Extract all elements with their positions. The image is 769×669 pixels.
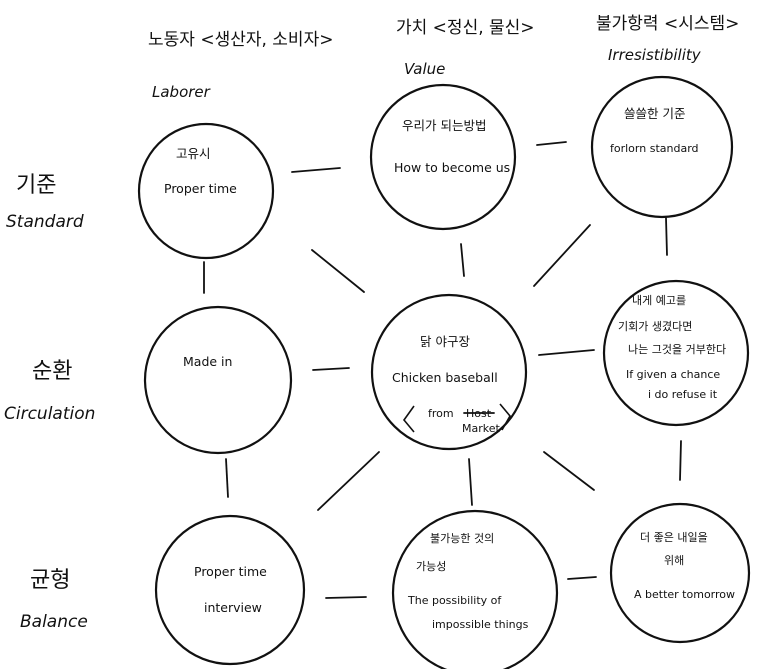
node-text: Made in [183, 354, 232, 369]
link-r1c3-r2c2 [533, 224, 591, 287]
bracket-mark [499, 403, 511, 431]
column-header-value-en: Value [404, 60, 445, 78]
node-circle-r1c3 [590, 75, 734, 219]
link-r2c1-r2c2 [312, 367, 350, 371]
link-r2c3-r3c3 [679, 440, 682, 481]
node-note: Market [462, 422, 500, 435]
node-text: Proper time [194, 564, 267, 579]
node-circle-r2c1 [143, 305, 293, 455]
node-text: impossible things [432, 618, 529, 631]
column-header-irresistibility-en: Irresistibility [608, 46, 702, 64]
node-circle-r3c3 [609, 502, 751, 644]
node-text: interview [204, 600, 262, 615]
node-text: How to become us [394, 160, 510, 175]
link-r1c1-r1c2 [291, 167, 341, 173]
node-text: 고유시 [176, 146, 211, 161]
node-circle-r1c2 [369, 83, 517, 231]
node-circle-r2c2 [370, 293, 528, 451]
node-text: If given a chance [626, 368, 720, 381]
link-r2c2-r3c1 [317, 451, 380, 511]
row-header-circulation-ko: 순환 [32, 359, 72, 384]
row-header-standard-ko: 기준 [16, 173, 56, 198]
node-circle-r3c2 [391, 509, 559, 669]
node-text: 닭 야구장 [420, 334, 470, 349]
node-note: from [428, 407, 454, 420]
link-r1c1-r2c2 [311, 249, 365, 293]
row-header-standard-en: Standard [6, 212, 84, 232]
column-header-laborer-ko: 노동자 <생산자, 소비자> [148, 30, 333, 50]
node-text: i do refuse it [648, 388, 718, 401]
node-text: Proper time [164, 181, 237, 196]
node-text: 가능성 [416, 560, 446, 573]
link-r2c1-r3c1 [225, 458, 229, 498]
column-header-laborer-en: Laborer [152, 83, 211, 101]
node-text: 쓸쓸한 기준 [624, 106, 685, 121]
link-r2c2-r3c2 [468, 458, 473, 506]
node-text: 내게 예고를 [632, 294, 686, 307]
row-header-balance-ko: 균형 [30, 568, 70, 593]
node-circle-r3c1 [154, 514, 306, 666]
node-text: 위해 [664, 553, 684, 567]
node-text: 불가능한 것의 [430, 532, 494, 545]
node-text: 우리가 되는방법 [402, 118, 486, 133]
link-r2c2-r3c3 [543, 451, 595, 491]
node-text: 더 좋은 내일을 [640, 530, 708, 544]
row-header-circulation-en: Circulation [4, 404, 95, 424]
link-r3c1-r3c2 [325, 596, 367, 599]
node-circle-r2c3 [602, 279, 750, 427]
row-header-balance-en: Balance [20, 612, 88, 632]
node-text: 나는 그것을 거부한다 [628, 343, 726, 356]
bracket-mark [402, 405, 415, 433]
node-text: A better tomorrow [634, 588, 735, 601]
column-header-irresistibility-ko: 불가항력 <시스템> [596, 14, 739, 34]
node-circle-r1c1 [137, 122, 275, 260]
link-r1c2-r2c2 [460, 243, 465, 277]
link-r2c2-r2c3 [538, 349, 595, 356]
link-r3c2-r3c3 [567, 576, 597, 580]
node-text: forlorn standard [610, 142, 699, 155]
node-text: The possibility of [407, 594, 502, 607]
column-header-value-ko: 가치 <정신, 물신> [396, 18, 535, 38]
node-text: Chicken baseball [392, 370, 498, 385]
link-r1c2-r1c3 [536, 141, 567, 146]
node-text: 기회가 생겼다면 [618, 320, 692, 333]
link-r1c3-r2c3 [665, 217, 668, 256]
